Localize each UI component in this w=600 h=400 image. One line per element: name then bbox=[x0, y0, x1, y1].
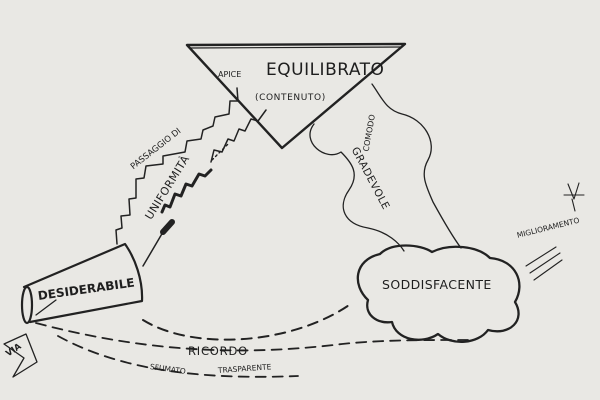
stair-path-bold bbox=[160, 168, 213, 214]
apice-label: APICE bbox=[218, 70, 242, 79]
ricordo-dash-3 bbox=[57, 335, 299, 378]
via-arrow bbox=[3, 333, 38, 378]
cloud-band-right bbox=[371, 83, 462, 249]
equilibrato-triangle bbox=[185, 42, 407, 150]
equilibrato-title: EQUILIBRATO bbox=[266, 60, 385, 80]
soddisfacente-cloud bbox=[356, 244, 521, 343]
ricordo-dash-2 bbox=[35, 322, 469, 352]
desiderabile-megaphone bbox=[22, 242, 144, 324]
cloud-band-left bbox=[309, 123, 405, 252]
equilibrato-subtitle: (CONTENUTO) bbox=[255, 93, 326, 103]
stair-path-lower bbox=[210, 109, 267, 163]
soddisfacente-title: SODDISFACENTE bbox=[382, 277, 492, 292]
ricordo-label: RICORDO bbox=[188, 344, 248, 358]
stair-path-upper bbox=[115, 87, 239, 245]
improvement-strokes bbox=[525, 246, 563, 281]
ricordo-dash-1 bbox=[142, 302, 353, 341]
improvement-figure bbox=[563, 182, 585, 212]
